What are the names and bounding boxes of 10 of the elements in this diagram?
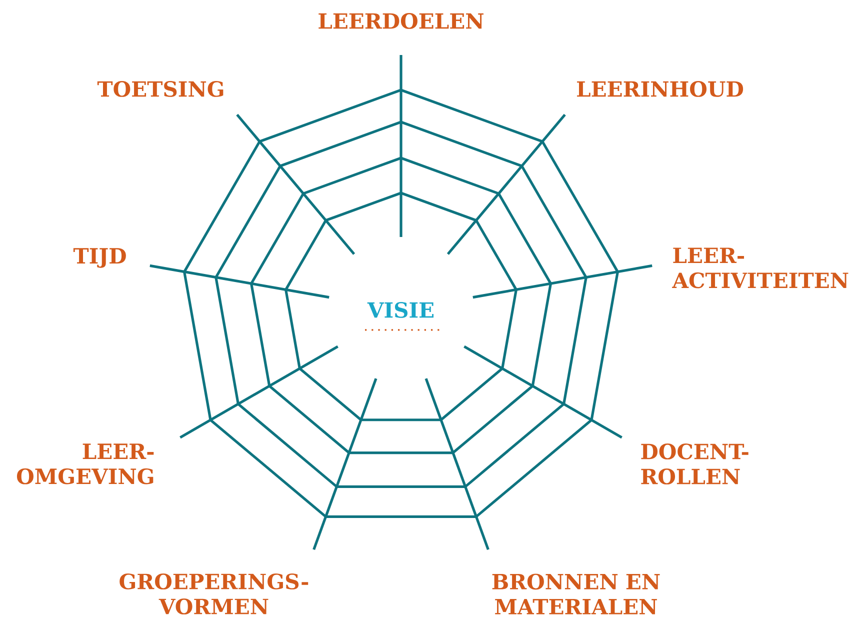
spoke-label: LEERINHOUD [577,81,744,97]
spoke-label: GROEPERINGS- VORMEN [120,574,308,614]
spoke-label: VISIE [367,302,434,318]
spoke-label: TOETSING [97,81,224,97]
spoke-label: LEERDOELEN [318,13,484,29]
spoke-label: LEER- ACTIVITEITEN [672,248,848,288]
spoke-label: BRONNEN EN MATERIALEN [492,574,660,614]
spoke-label: DOCENT- ROLLEN [641,444,748,484]
spoke-label: LEER- OMGEVING [16,444,154,484]
spoke-label: TIJD [73,248,126,268]
